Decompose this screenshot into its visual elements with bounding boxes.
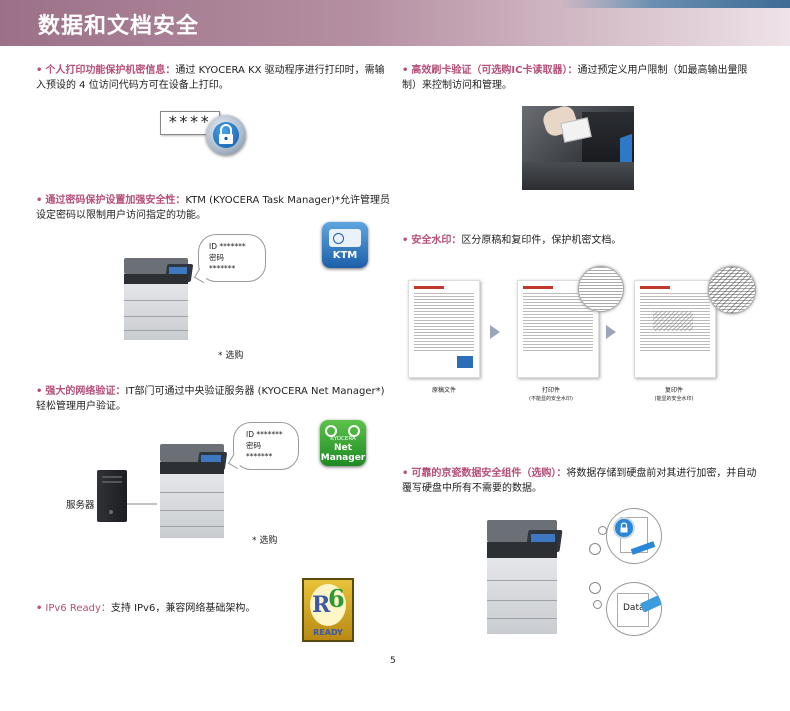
logo-line1: KYOCERA	[330, 436, 356, 442]
bullet-watermark: •安全水印：区分原稿和复印件，保护机密文档。	[402, 235, 622, 246]
header-accent-strip	[560, 0, 790, 8]
bubble-dot	[589, 543, 601, 555]
caption-original: 原稿文件	[418, 387, 470, 395]
bubble-id: ID *******	[209, 242, 246, 251]
overwrite-document-bubble: Data	[606, 582, 663, 636]
printer-image	[122, 254, 194, 340]
bullet-text: 支持 IPv6，兼容网络基础架构。	[110, 603, 256, 614]
card-reader-photo	[522, 106, 634, 190]
bullet-text: 通过 KYOCERA KX 驱动程序进行打印时，需输入预设的 4 位访问代码方可…	[36, 65, 385, 91]
bullet-lead: 个人打印功能保护机密信息：	[45, 65, 176, 76]
option-note: * 选购	[252, 536, 278, 546]
lock-icon	[615, 519, 633, 537]
arrow-icon	[490, 325, 500, 339]
logo-line3: Manager	[320, 453, 366, 463]
ktm-badge: KTM	[322, 222, 368, 268]
ipv6-ready-logo: R 6 READY	[302, 578, 354, 642]
caption-title: 打印件	[541, 387, 560, 394]
login-bubble: ID ******* 密码 *******	[233, 422, 299, 470]
network-line	[127, 503, 157, 505]
server-label: 服务器	[66, 500, 95, 511]
document-copy	[634, 280, 716, 378]
bullet-lead: 高效刷卡验证（可选购IC卡读取器）：	[411, 65, 578, 76]
printer-image	[485, 516, 563, 634]
bullet-text: IT部门可通过中央验证服务器 (KYOCERA Net Manager*) 轻松…	[36, 386, 385, 412]
magnifier-circle	[708, 266, 756, 314]
bullet-lead: 安全水印：	[411, 235, 462, 246]
login-bubble: ID ******* 密码 *******	[198, 234, 266, 282]
caption-print: 打印件 (不能显的安全水印)	[512, 387, 590, 403]
ktm-label: KTM	[332, 250, 358, 261]
ipv6-letter: R	[312, 592, 331, 618]
bubble-dot	[589, 582, 601, 594]
bullet-lead: 通过密码保护设置加强安全性：	[45, 195, 186, 206]
option-note: * 选购	[218, 351, 244, 361]
bullet-card-auth: •高效刷卡验证（可选购IC卡读取器）：通过预定义用户限制（如最高输出量限制）来控…	[402, 65, 748, 91]
caption-sub: (不能显的安全水印)	[529, 396, 573, 402]
bullet-lead: 可靠的京瓷数据安全组件（选购）：	[411, 468, 567, 479]
bullet-text: 区分原稿和复印件，保护机密文档。	[461, 235, 622, 246]
net-manager-logo: KYOCERA Net Manager	[320, 420, 366, 466]
page-title: 数据和文档安全	[38, 14, 200, 39]
ipv6-number: 6	[328, 584, 345, 613]
ipv6-ready-text: READY	[313, 628, 343, 637]
bullet-data-security-kit: •可靠的京瓷数据安全组件（选购）：将数据存储到硬盘前对其进行加密，并自动覆写硬盘…	[402, 468, 757, 494]
server-image	[97, 470, 127, 522]
caption-title: 原稿文件	[431, 387, 456, 394]
bubble-id: ID *******	[246, 430, 283, 439]
pin-code: ****	[168, 112, 211, 131]
bullet-text: 通过预定义用户限制（如最高输出量限制）来控制访问和管理。	[402, 65, 748, 91]
bullet-personal-print: •个人打印功能保护机密信息：通过 KYOCERA KX 驱动程序进行打印时，需输…	[36, 65, 385, 91]
caption-title: 复印件	[664, 387, 683, 394]
lock-icon	[206, 115, 246, 155]
bullet-ipv6: •IPv6 Ready：支持 IPv6，兼容网络基础架构。	[36, 603, 256, 614]
bullet-text: KTM (KYOCERA Task Manager)*允许管理员设定密码以限制用…	[36, 195, 390, 221]
encrypted-document-bubble	[606, 508, 662, 564]
caption-sub: (能显的安全水印)	[654, 396, 694, 402]
bullet-password-protection: •通过密码保护设置加强安全性：KTM (KYOCERA Task Manager…	[36, 195, 390, 221]
page-number: 5	[390, 656, 396, 666]
bullet-text: 将数据存储到硬盘前对其进行加密，并自动覆写硬盘中所有不需要的数据。	[402, 468, 757, 494]
bubble-password-label: 密码	[246, 441, 261, 450]
bubble-dot	[593, 600, 602, 609]
bubble-password: *******	[209, 264, 236, 273]
caption-copy: 复印件 (能显的安全水印)	[633, 387, 715, 403]
bullet-lead: 强大的网络验证：	[45, 386, 126, 397]
logo-line2: Net	[334, 443, 352, 453]
bullet-network-auth: •强大的网络验证：IT部门可通过中央验证服务器 (KYOCERA Net Man…	[36, 386, 385, 412]
bubble-password: *******	[246, 452, 273, 461]
arrow-icon	[606, 325, 616, 339]
printer-image	[158, 440, 228, 538]
data-label: Data	[623, 603, 645, 613]
document-original	[408, 280, 480, 378]
pin-entry-graphic: ****	[160, 111, 246, 159]
magnifier-circle	[578, 266, 624, 312]
bubble-password-label: 密码	[209, 253, 224, 262]
bullet-lead: IPv6 Ready：	[45, 603, 111, 614]
header-banner: 数据和文档安全	[0, 0, 790, 46]
